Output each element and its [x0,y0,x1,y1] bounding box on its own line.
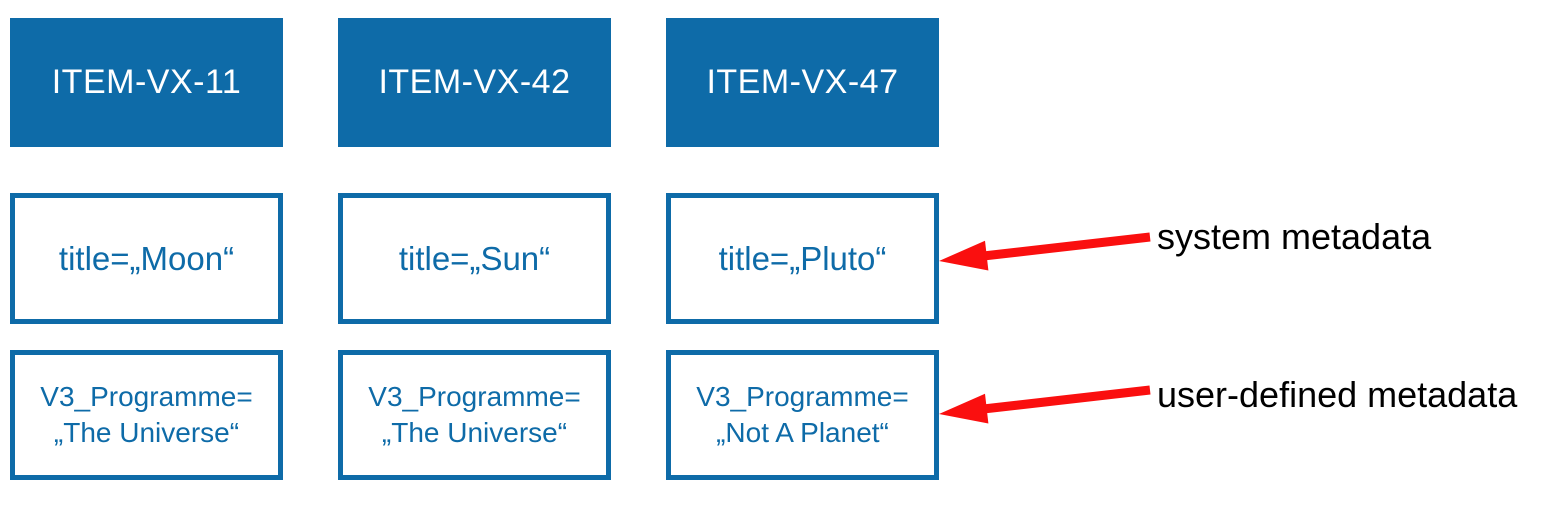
user-metadata-value: „The Universe“ [381,417,568,448]
system-metadata-box: title=„Pluto“ [666,193,939,324]
arrow-user-metadata-icon [939,385,1151,424]
item-id-label: ITEM-VX-47 [706,63,899,101]
arrow-system-metadata-icon [939,232,1151,271]
user-metadata-value: „The Universe“ [53,417,240,448]
annotation-user-defined-metadata: user-defined metadata [1157,374,1518,415]
user-metadata-value: „Not A Planet“ [716,417,889,448]
user-metadata-key: V3_Programme= [40,381,253,412]
system-metadata-box: title=„Moon“ [10,193,283,324]
user-metadata-box: V3_Programme= „Not A Planet“ [666,350,939,480]
user-metadata-key: V3_Programme= [696,381,909,412]
item-id-label: ITEM-VX-11 [51,63,242,101]
item-id-label: ITEM-VX-42 [378,63,571,101]
user-metadata-box: V3_Programme= „The Universe“ [338,350,611,480]
system-metadata-value: title=„Sun“ [398,239,551,277]
item-header: ITEM-VX-11 [10,18,283,147]
system-metadata-value: title=„Pluto“ [718,239,887,277]
item-header: ITEM-VX-47 [666,18,939,147]
user-metadata-box: V3_Programme= „The Universe“ [10,350,283,480]
system-metadata-value: title=„Moon“ [58,239,235,277]
item-header: ITEM-VX-42 [338,18,611,147]
system-metadata-box: title=„Sun“ [338,193,611,324]
user-metadata-key: V3_Programme= [368,381,581,412]
annotation-system-metadata: system metadata [1157,216,1432,257]
